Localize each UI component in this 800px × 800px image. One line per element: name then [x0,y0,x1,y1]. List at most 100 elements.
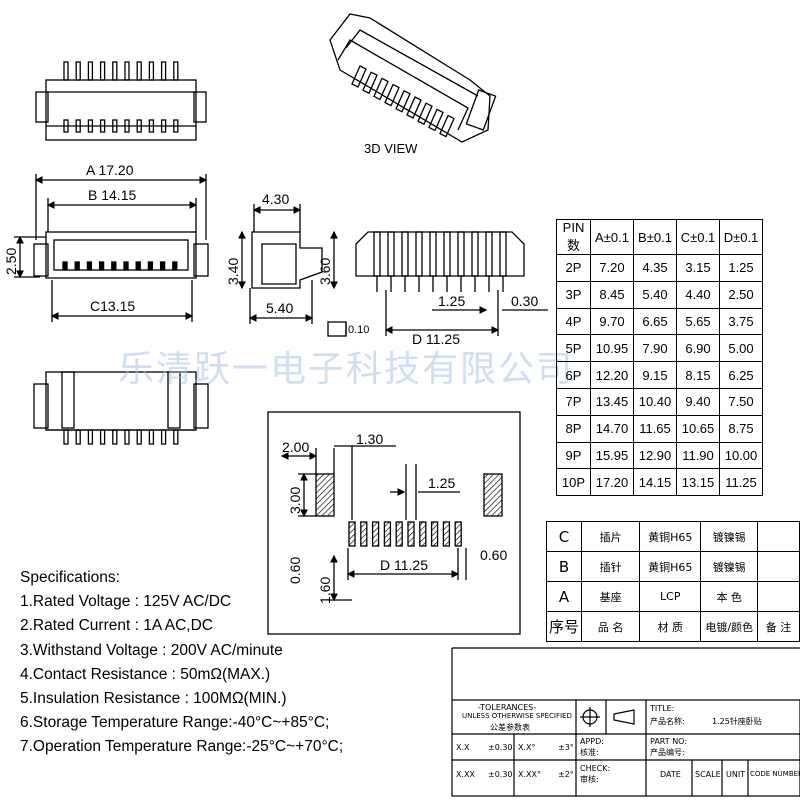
tol2-label: X.XX [456,770,475,779]
spec-item: 5.Insulation Resistance : 100MΩ(MIN.) [20,689,287,707]
pin-table-cell: 10.95 [590,334,634,363]
pad-200-label: 2.00 [282,439,309,455]
contact-slot [406,96,422,119]
product-name: 1.25针座卧贴 [712,717,762,726]
pin-table-cell: 6.25 [719,361,763,389]
pin-table-cell: 2P [556,254,591,282]
pin [99,61,106,81]
flatness-label: 0.10 [348,324,369,336]
part-no-cn-label: 产品编号: [650,748,685,757]
3d-view-label: 3D VIEW [364,141,418,156]
pin-table-cell: 10.40 [633,387,677,416]
unit-label: UNIT [726,770,746,779]
signal-pad [419,521,427,547]
material-cell: 镀镍锡 [700,551,759,582]
contact-slot [351,65,367,88]
dim-430-label: 4.30 [262,191,289,207]
material-cell: 备 注 [757,611,800,642]
dim-250-label: 2.50 [3,248,19,275]
pin-table-cell: 14.15 [633,468,677,497]
signal-pad [348,521,356,547]
tolerances-label: -TOLERANCES- [478,703,537,712]
dim-340-label: 3.40 [225,258,241,285]
pin-table-cell: 7.50 [719,387,763,416]
pin [63,119,69,133]
signal-pad [360,521,368,547]
material-cell: 插针 [581,551,641,582]
pin [99,119,106,133]
pin-table-cell: 8P [556,414,591,443]
watermark: 乐清跃一电子科技有限公司 [118,349,575,390]
material-cell: 插片 [581,521,641,552]
material-cell: 序号 [545,611,583,642]
title-block-frame [451,647,800,797]
pin-table-cell: 5.40 [633,280,677,309]
product-name-label: 产品名称: [650,717,685,726]
pin-table-cell: 9.70 [590,307,634,336]
rear-view [327,231,548,337]
contact-slot [439,114,455,138]
signal-pad [454,521,462,547]
pin-table-cell: 1.25 [719,254,763,282]
pad-125-label: 1.25 [428,475,455,491]
pin-table-cell: 7P [556,387,591,416]
pad-060-left-label: 0.60 [287,557,303,584]
pin [112,119,118,133]
pin [160,61,167,81]
side-view [238,204,338,324]
signal-pad [371,521,380,547]
pin-table-cell: A±0.1 [590,219,634,255]
pin [63,429,69,445]
pin-table-cell: 8.75 [719,414,763,443]
pad-160-label: 1.60 [317,577,333,604]
pin [173,429,179,445]
pin-table-cell: 7.90 [633,334,677,363]
scale-label: SCALE [695,770,721,779]
pin [87,119,94,133]
pin-table-cell: 17.20 [590,468,634,497]
material-cell: A [545,581,583,612]
pin-table-cell: 5.65 [676,307,720,336]
dim-a-label: A 17.20 [86,162,134,178]
pin-table-cell: 10P [556,468,591,497]
signal-pad [395,521,403,547]
pin-table-cell: 11.90 [676,441,720,470]
pin [415,231,423,277]
material-cell: 材 质 [639,611,702,642]
tol1-value: ±0.30 [488,743,513,752]
pin-table-cell: 5.00 [719,334,763,363]
pin [159,261,166,271]
tol1-angle-value: ±3° [558,743,574,752]
pin [148,61,155,81]
dim-d-label: D 11.25 [412,331,460,347]
pin [135,261,141,271]
pad-060-right-label: 0.60 [480,547,507,563]
pad-d-label: D 11.25 [380,557,428,573]
material-cell: 本 色 [700,581,759,612]
pin [112,61,118,81]
material-cell: B [545,551,583,582]
pin [160,429,167,445]
material-cell: 品 名 [581,611,641,642]
bottom-view [33,371,209,445]
dim-b-label: B 14.15 [88,187,136,203]
material-cell: 基座 [581,581,641,612]
pin [123,261,129,271]
pin-table-cell: 14.70 [590,414,634,443]
signal-pad [407,521,415,547]
spec-item: 4.Contact Resistance : 50mΩ(MAX.) [20,665,271,683]
contact-slot [362,71,378,95]
pin-table-cell: 6.65 [633,307,677,336]
pcb-footprint [267,411,521,635]
pin [401,231,409,277]
pin [148,119,155,133]
